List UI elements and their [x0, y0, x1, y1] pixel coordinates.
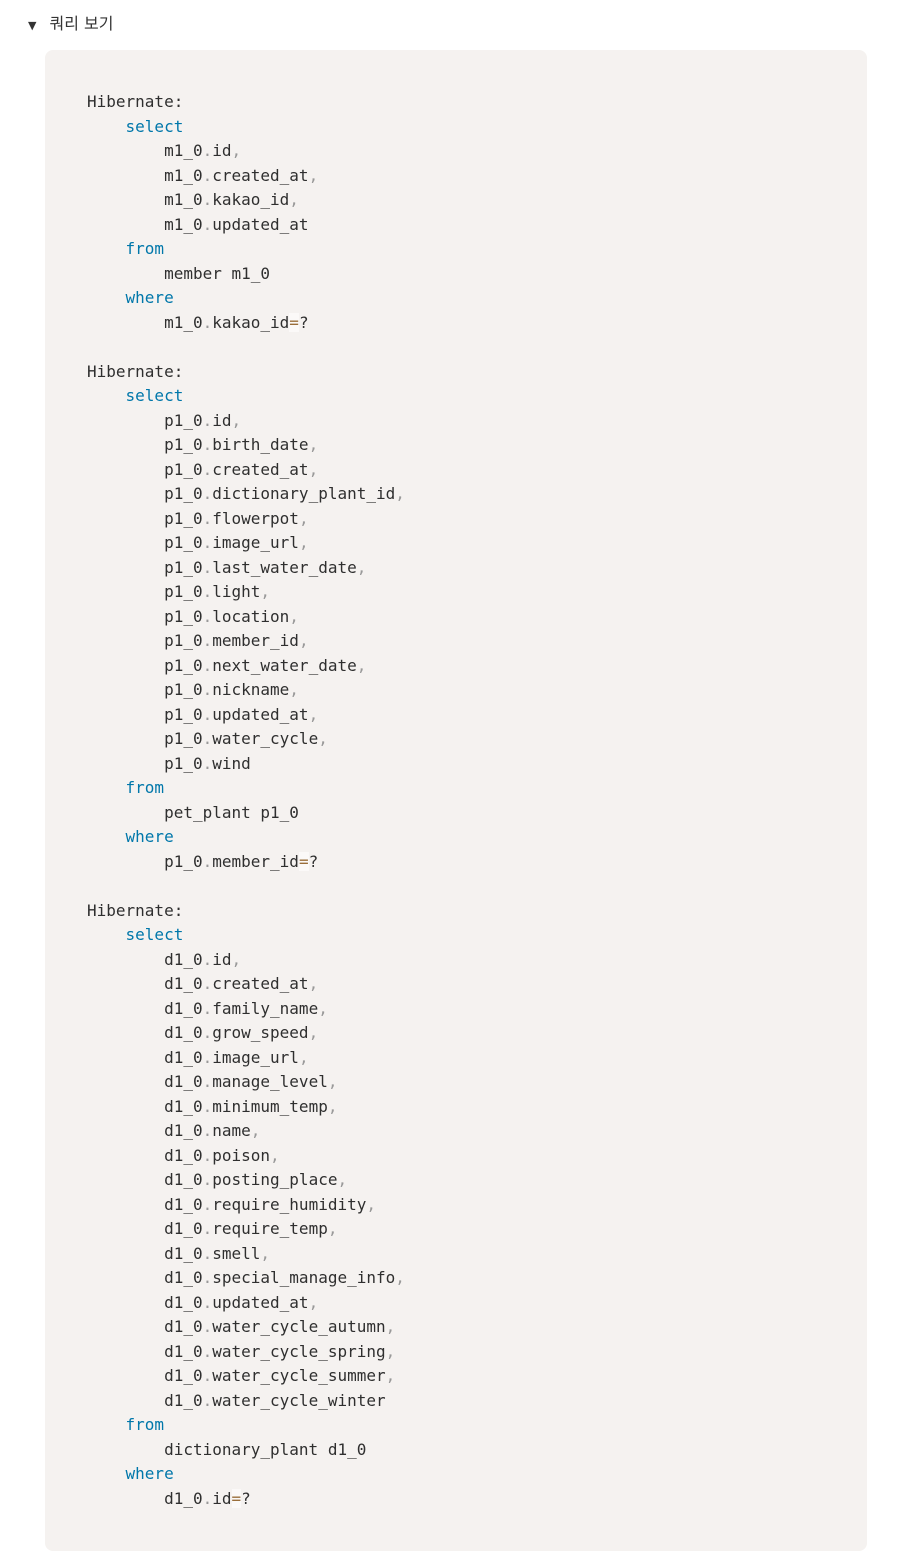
code-line: p1_0.image_url,: [164, 533, 309, 552]
code-line: d1_0.family_name,: [164, 998, 328, 1018]
code-line: d1_0.image_url,: [164, 1047, 309, 1067]
code-line: m1_0.kakao_id,: [164, 190, 299, 209]
query-toggle-summary[interactable]: ▼ 쿼리 보기: [0, 0, 920, 34]
code-line: d1_0.posting_place,: [164, 1170, 348, 1189]
code-line: d1_0.name,: [164, 1121, 261, 1140]
code-line: p1_0.nickname,: [164, 680, 299, 699]
code-line: member m1_0: [164, 263, 271, 283]
code-line: p1_0.member_id=?: [164, 851, 319, 871]
code-line: p1_0.id,: [164, 410, 242, 430]
code-line: d1_0.minimum_temp,: [164, 1096, 338, 1116]
code-line: d1_0.smell,: [164, 1243, 271, 1263]
code-line: p1_0.birth_date,: [164, 435, 319, 454]
code-line: d1_0.special_manage_info,: [164, 1268, 405, 1287]
code-line: p1_0.updated_at,: [164, 704, 319, 724]
code-line: select: [125, 386, 184, 405]
code-line: p1_0.created_at,: [164, 459, 319, 479]
code-line: d1_0.id,: [164, 949, 242, 969]
code-line: d1_0.water_cycle_summer,: [164, 1366, 396, 1385]
sql-code: Hibernate: select m1_0.id, m1_0.created_…: [87, 90, 847, 1511]
code-line: dictionary_plant d1_0: [164, 1439, 367, 1459]
code-line: Hibernate:: [87, 361, 184, 381]
code-line: [87, 335, 847, 360]
code-line: select: [125, 116, 184, 136]
code-line: d1_0.water_cycle_spring,: [164, 1341, 396, 1361]
code-line: d1_0.created_at,: [164, 974, 319, 993]
code-line: d1_0.water_cycle_winter: [164, 1390, 386, 1410]
code-line: d1_0.updated_at,: [164, 1292, 319, 1312]
code-line: m1_0.kakao_id=?: [164, 312, 309, 332]
code-line: p1_0.next_water_date,: [164, 655, 367, 675]
code-line: p1_0.water_cycle,: [164, 729, 328, 748]
code-line: p1_0.member_id,: [164, 631, 309, 650]
code-line: d1_0.require_temp,: [164, 1219, 338, 1238]
code-line: m1_0.updated_at: [164, 214, 309, 234]
code-line: Hibernate:: [87, 92, 184, 111]
code-line: p1_0.location,: [164, 606, 299, 626]
code-line: d1_0.require_humidity,: [164, 1194, 376, 1214]
code-line: m1_0.created_at,: [164, 165, 319, 185]
code-line: d1_0.poison,: [164, 1145, 280, 1165]
triangle-down-icon: ▼: [28, 18, 37, 32]
code-line: p1_0.wind: [164, 753, 251, 773]
code-line: select: [125, 925, 184, 944]
code-line: d1_0.id=?: [164, 1488, 251, 1508]
code-line: where: [125, 288, 174, 307]
code-line: Hibernate:: [87, 900, 184, 920]
sql-code-block: Hibernate: select m1_0.id, m1_0.created_…: [45, 50, 867, 1551]
code-line: p1_0.last_water_date,: [164, 557, 367, 577]
code-line: p1_0.dictionary_plant_id,: [164, 484, 405, 503]
code-line: m1_0.id,: [164, 141, 242, 160]
code-line: pet_plant p1_0: [164, 802, 299, 822]
code-line: where: [125, 1464, 174, 1483]
code-line: p1_0.flowerpot,: [164, 508, 309, 528]
code-line: p1_0.light,: [164, 582, 271, 601]
code-line: from: [125, 239, 165, 258]
code-line: from: [125, 1415, 165, 1434]
code-line: [87, 874, 847, 899]
code-line: d1_0.manage_level,: [164, 1072, 338, 1091]
code-line: from: [125, 778, 165, 797]
code-line: where: [125, 827, 174, 846]
code-line: d1_0.grow_speed,: [164, 1023, 319, 1042]
code-line: d1_0.water_cycle_autumn,: [164, 1317, 396, 1336]
summary-label: 쿼리 보기: [49, 14, 114, 33]
